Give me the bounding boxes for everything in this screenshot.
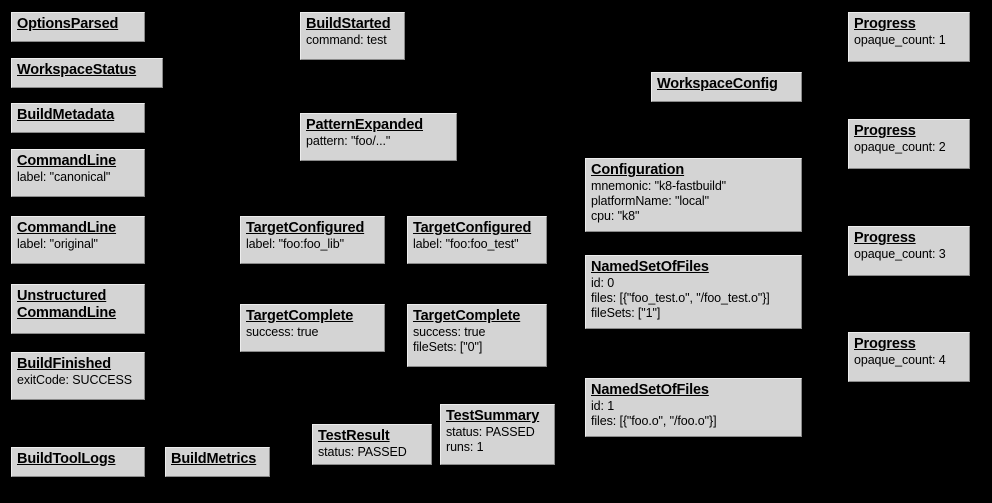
event-node-title: TargetComplete — [413, 308, 521, 324]
event-node-title: NamedSetOfFiles — [591, 259, 709, 275]
event-node-attributes: label: "original" — [17, 237, 98, 251]
event-node-attributes: command: test — [306, 33, 387, 47]
event-node-title: OptionsParsed — [17, 16, 119, 32]
event-node-title: Progress — [854, 16, 916, 32]
event-node-title: TargetConfigured — [413, 220, 532, 236]
event-node-attributes: mnemonic: "k8-fastbuild" platformName: "… — [591, 179, 727, 223]
event-node-title: Progress — [854, 230, 916, 246]
event-node-attributes: id: 1 files: [{"foo.o", "/foo.o"}] — [591, 399, 717, 428]
event-node-workspace-config[interactable]: WorkspaceConfig — [651, 72, 802, 102]
event-node-attributes: exitCode: SUCCESS — [17, 373, 133, 387]
event-node-title: Progress — [854, 336, 916, 352]
event-node-unstructured-command-line[interactable]: Unstructured CommandLine — [11, 284, 145, 334]
event-node-attributes: status: PASSED — [318, 445, 407, 459]
event-node-attributes: opaque_count: 1 — [854, 33, 946, 47]
event-node-title: BuildMetadata — [17, 107, 115, 123]
event-node-attributes: opaque_count: 4 — [854, 353, 946, 367]
event-node-attributes: label: "foo:foo_lib" — [246, 237, 344, 251]
event-node-title: CommandLine — [17, 153, 117, 169]
event-node-attributes: label: "foo:foo_test" — [413, 237, 519, 251]
event-node-title: BuildMetrics — [171, 451, 257, 467]
event-node-build-tool-logs[interactable]: BuildToolLogs — [11, 447, 145, 477]
event-node-title: Progress — [854, 123, 916, 139]
event-node-build-metrics[interactable]: BuildMetrics — [165, 447, 270, 477]
event-node-title: Unstructured CommandLine — [17, 288, 117, 321]
event-node-title: WorkspaceConfig — [657, 76, 778, 92]
event-node-workspace-status[interactable]: WorkspaceStatus — [11, 58, 163, 88]
event-node-attributes: success: true fileSets: ["0"] — [413, 325, 486, 354]
event-node-attributes: opaque_count: 2 — [854, 140, 946, 154]
event-node-title: PatternExpanded — [306, 117, 423, 133]
event-node-title: TargetConfigured — [246, 220, 365, 236]
event-node-attributes: id: 0 files: [{"foo_test.o", "/foo_test.… — [591, 276, 770, 320]
event-node-title: TestSummary — [446, 408, 540, 424]
event-node-title: BuildStarted — [306, 16, 391, 32]
event-node-attributes: status: PASSED runs: 1 — [446, 425, 535, 454]
event-node-options-parsed[interactable]: OptionsParsed — [11, 12, 145, 42]
event-node-title: BuildToolLogs — [17, 451, 116, 467]
event-node-title: TargetComplete — [246, 308, 354, 324]
event-node-title: TestResult — [318, 428, 390, 444]
event-node-attributes: success: true — [246, 325, 319, 339]
event-node-title: CommandLine — [17, 220, 117, 236]
event-node-build-metadata[interactable]: BuildMetadata — [11, 103, 145, 133]
event-node-title: Configuration — [591, 162, 685, 178]
event-node-title: WorkspaceStatus — [17, 62, 137, 78]
event-node-title: BuildFinished — [17, 356, 111, 372]
event-node-attributes: label: "canonical" — [17, 170, 111, 184]
event-node-attributes: pattern: "foo/..." — [306, 134, 391, 148]
event-node-title: NamedSetOfFiles — [591, 382, 709, 398]
event-node-attributes: opaque_count: 3 — [854, 247, 946, 261]
